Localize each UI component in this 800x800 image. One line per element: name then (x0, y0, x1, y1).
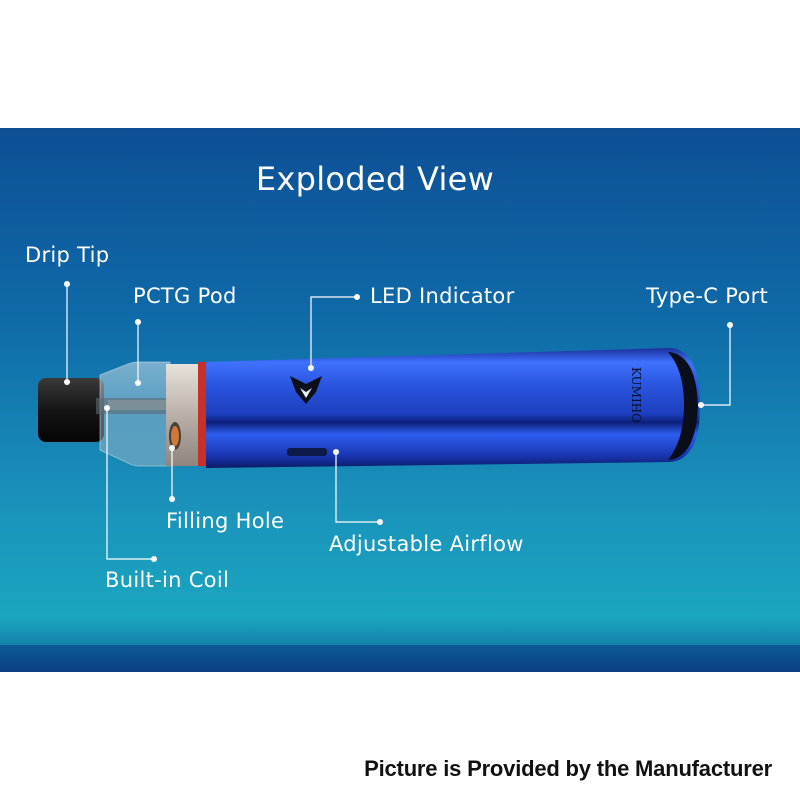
label-adjustable-airflow: Adjustable Airflow (329, 532, 524, 556)
callout-dot-adjustable-airflow (333, 449, 339, 455)
diagram-title: Exploded View (255, 160, 495, 198)
background-panel-band (0, 645, 800, 672)
label-filling-hole: Filling Hole (166, 509, 285, 533)
label-type-c-port: Type-C Port (646, 284, 769, 308)
label-led-indicator: LED Indicator (370, 284, 515, 308)
drip-tip (38, 378, 104, 442)
brand-text: KUMIHO (629, 367, 643, 423)
label-pctg-pod: PCTG Pod (133, 284, 237, 308)
label-built-in-coil: Built-in Coil (105, 568, 230, 592)
callout-dot-pctg-pod (135, 319, 141, 325)
label-drip-tip: Drip Tip (25, 243, 110, 267)
callout-dot-led-indicator (354, 294, 360, 300)
callout-dot-type-c-port (727, 322, 733, 328)
callout-dot-filling-hole (169, 445, 175, 451)
callout-dot-drip-tip (64, 281, 70, 287)
callout-dot-built-in-coil (104, 405, 110, 411)
accent-ring (198, 362, 208, 466)
led-indicator-logo (290, 376, 322, 404)
device-body: KUMIHO (206, 348, 700, 468)
manufacturer-credit: Picture is Provided by the Manufacturer (364, 756, 772, 781)
pctg-pod (96, 361, 171, 467)
